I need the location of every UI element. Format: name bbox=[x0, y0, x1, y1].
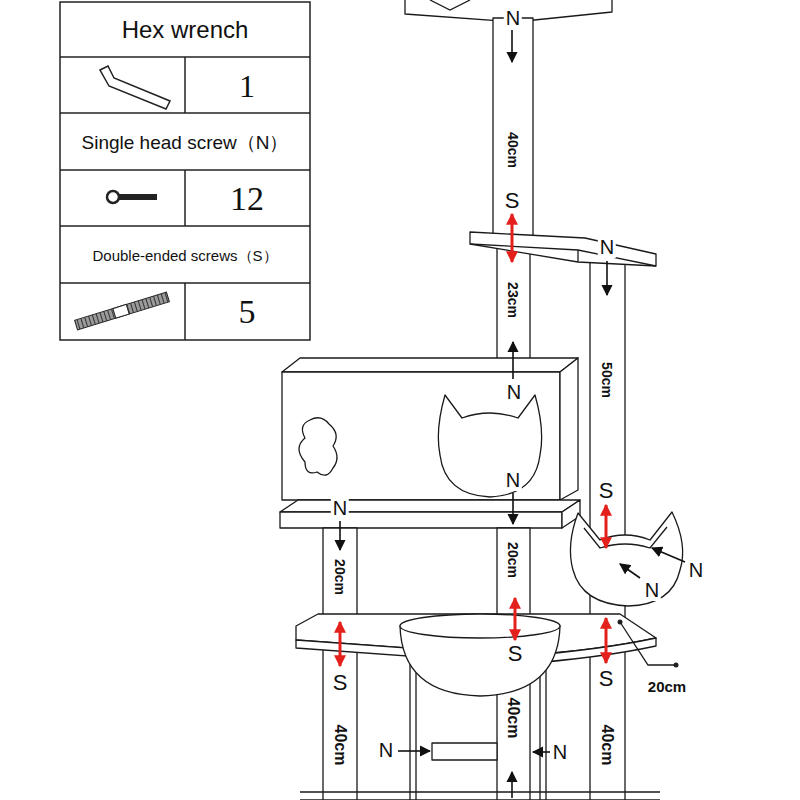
cat-house bbox=[280, 358, 580, 528]
screw-marker: N bbox=[643, 579, 661, 601]
cat-head-bed bbox=[570, 512, 682, 606]
screw-arrow bbox=[511, 772, 513, 798]
cat-house bbox=[280, 500, 580, 512]
rung bbox=[432, 743, 497, 760]
cat-house bbox=[299, 418, 337, 475]
parts-table bbox=[184, 170, 186, 226]
double-screw-arrow bbox=[511, 214, 514, 262]
dimension-label: 20cm bbox=[332, 557, 348, 597]
cat-house bbox=[280, 512, 562, 528]
cat-head-bed bbox=[584, 527, 667, 548]
screw-marker: S bbox=[506, 642, 525, 666]
hex-wrench-icon bbox=[100, 66, 170, 109]
screw-arrow bbox=[533, 751, 550, 753]
screw-marker: N bbox=[687, 559, 705, 581]
double-screw-icon bbox=[75, 292, 170, 330]
screw-marker: N bbox=[377, 739, 395, 761]
double-screw-icon bbox=[75, 292, 170, 330]
cat-house bbox=[560, 358, 578, 500]
leader-line bbox=[620, 622, 676, 665]
shelf bbox=[470, 232, 656, 266]
screw-marker: N bbox=[598, 236, 616, 258]
table-cell: Double-ended screws（S） bbox=[92, 248, 277, 263]
parts-table bbox=[60, 2, 310, 340]
cat-house bbox=[438, 395, 541, 497]
screw-marker: S bbox=[597, 479, 616, 503]
screw-icon bbox=[107, 191, 119, 203]
screw-marker: S bbox=[331, 671, 350, 695]
hammock-bowl bbox=[400, 614, 560, 638]
double-screw-arrow bbox=[605, 618, 608, 663]
rung bbox=[432, 743, 497, 760]
table-cell: 1 bbox=[239, 70, 255, 102]
screw-marker: N bbox=[331, 497, 349, 519]
double-screw-icon bbox=[113, 304, 129, 318]
bottom-base bbox=[300, 792, 660, 800]
dimension-label: 40cm bbox=[505, 130, 521, 170]
cat-head-bed bbox=[570, 512, 682, 606]
double-screw-arrow bbox=[339, 622, 342, 666]
rope bbox=[540, 660, 546, 800]
screw-arrow bbox=[512, 493, 514, 524]
screw-marker: N bbox=[505, 381, 523, 403]
leader-line bbox=[674, 663, 679, 668]
top-platform bbox=[430, 0, 470, 10]
parts-table bbox=[184, 57, 186, 113]
screw-icon bbox=[107, 191, 157, 203]
table-cell: Single head screw（N） bbox=[82, 133, 289, 152]
screw-marker: S bbox=[597, 667, 616, 691]
screw-marker: N bbox=[551, 741, 569, 763]
dimension-label: 20cm bbox=[646, 678, 688, 695]
screw-arrow bbox=[606, 261, 608, 295]
shelf bbox=[470, 244, 656, 266]
post bbox=[590, 250, 625, 800]
screw-arrow bbox=[512, 342, 514, 379]
screw-marker: S bbox=[503, 189, 522, 213]
post bbox=[493, 18, 533, 240]
screw-arrow bbox=[339, 521, 341, 550]
screw-marker: N bbox=[504, 7, 522, 29]
leader-line bbox=[618, 620, 679, 668]
parts-table bbox=[60, 2, 310, 340]
dimension-label: 23cm bbox=[505, 280, 521, 320]
cat-house bbox=[282, 372, 560, 500]
shelf bbox=[470, 232, 656, 266]
dimension-label: 20cm bbox=[505, 540, 521, 580]
dimension-label: 40cm bbox=[504, 696, 522, 741]
rope bbox=[410, 660, 416, 800]
screw-icon bbox=[119, 194, 157, 200]
bottom-base bbox=[300, 792, 660, 800]
screw-arrow bbox=[398, 750, 430, 752]
screw-arrow bbox=[511, 30, 513, 62]
screw-arrow bbox=[652, 548, 685, 562]
double-screw-arrow bbox=[514, 598, 517, 640]
parts-table bbox=[184, 283, 186, 340]
hex-wrench-icon bbox=[100, 66, 170, 109]
dimension-label: 50cm bbox=[599, 360, 615, 400]
screw-arrow bbox=[620, 564, 640, 578]
dimension-label: 40cm bbox=[598, 723, 616, 768]
double-screw-arrow bbox=[605, 505, 608, 548]
table-cell: Hex wrench bbox=[122, 18, 249, 42]
dimension-label: 40cm bbox=[331, 723, 349, 768]
screw-arrow bbox=[340, 30, 685, 798]
table-cell: 5 bbox=[239, 295, 256, 329]
double-screw-arrow bbox=[340, 214, 606, 666]
table-cell: 12 bbox=[230, 182, 264, 216]
screw-marker: N bbox=[504, 469, 522, 491]
hammock-bowl bbox=[400, 614, 560, 696]
cat-house bbox=[282, 358, 578, 372]
